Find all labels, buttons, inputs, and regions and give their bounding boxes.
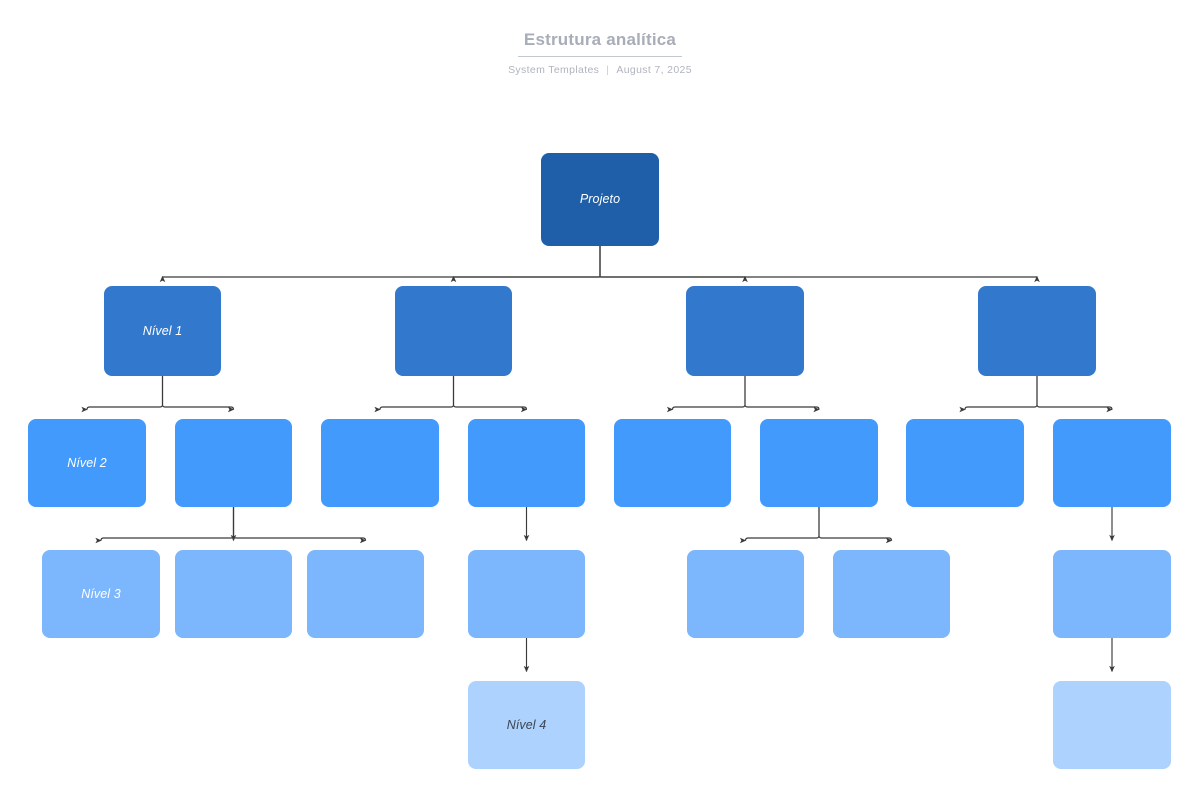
tree-node[interactable] — [1053, 550, 1171, 638]
tree-edge — [161, 376, 237, 411]
tree-edge — [599, 246, 1040, 283]
tree-node-label: Nível 3 — [81, 586, 121, 601]
tree-edge — [377, 376, 455, 411]
tree-node[interactable]: Nível 2 — [28, 419, 146, 507]
tree-node[interactable] — [307, 550, 424, 638]
tree-node[interactable] — [760, 419, 878, 507]
tree-node[interactable] — [395, 286, 512, 376]
tree-edge — [84, 376, 164, 411]
tree-node[interactable] — [175, 419, 292, 507]
tree-node[interactable] — [906, 419, 1024, 507]
tree-node[interactable] — [833, 550, 950, 638]
tree-node[interactable] — [321, 419, 439, 507]
tree-node[interactable] — [687, 550, 804, 638]
tree-edge — [159, 246, 601, 283]
tree-edge — [669, 376, 746, 411]
tree-node[interactable] — [1053, 419, 1171, 507]
tree-node[interactable] — [1053, 681, 1171, 769]
tree-edge — [818, 507, 895, 542]
tree-edge — [98, 507, 235, 542]
tree-node-label: Nível 1 — [142, 323, 183, 338]
tree-node[interactable]: Projeto — [541, 153, 659, 246]
tree-node[interactable]: Nível 1 — [104, 286, 221, 376]
tree-node[interactable]: Nível 3 — [42, 550, 160, 638]
tree-edge — [232, 507, 369, 542]
tree-edge — [452, 376, 530, 411]
tree-edge — [744, 376, 822, 411]
tree-node-label: Projeto — [579, 192, 621, 206]
tree-node[interactable] — [468, 550, 585, 638]
tree-node[interactable] — [686, 286, 804, 376]
tree-edge — [962, 376, 1038, 411]
tree-node-label: Nível 2 — [67, 455, 107, 470]
tree-edge — [599, 246, 748, 283]
tree-edge — [450, 246, 601, 283]
tree-node[interactable]: Nível 4 — [468, 681, 585, 769]
tree-edge — [742, 507, 820, 542]
tree-node[interactable] — [978, 286, 1096, 376]
tree-node[interactable] — [468, 419, 585, 507]
tree-node[interactable] — [614, 419, 731, 507]
tree-node-label: Nível 4 — [506, 717, 547, 732]
tree-edge — [1036, 376, 1115, 411]
tree-node[interactable] — [175, 550, 292, 638]
